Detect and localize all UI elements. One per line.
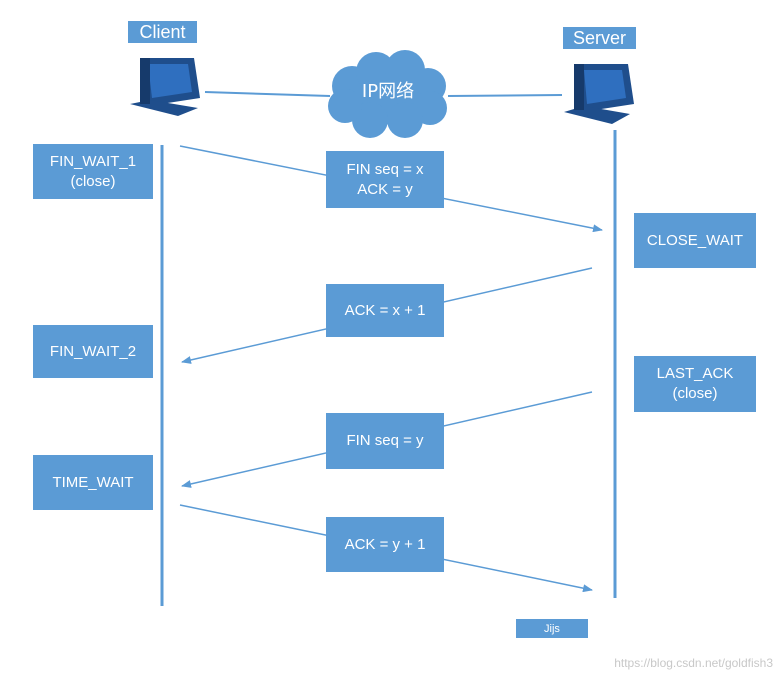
server-label: Server	[563, 27, 636, 49]
state-close-wait: CLOSE_WAIT	[634, 213, 756, 268]
tag-label: Jijs	[516, 619, 588, 638]
state-fin-wait-1: FIN_WAIT_1 (close)	[33, 144, 153, 199]
watermark: https://blog.csdn.net/goldfish3	[614, 656, 773, 670]
client-computer-icon	[130, 58, 200, 116]
message-ack-x-plus-1: ACK = x + 1	[326, 284, 444, 337]
cloud-icon	[328, 50, 447, 138]
server-network-link	[447, 94, 563, 97]
client-label: Client	[128, 21, 197, 43]
server-computer-icon	[564, 64, 634, 124]
network-label: IP网络	[361, 81, 415, 102]
client-network-link	[204, 91, 331, 97]
message-ack-y-plus-1: ACK = y + 1	[326, 517, 444, 572]
state-fin-wait-2: FIN_WAIT_2	[33, 325, 153, 378]
state-last-ack: LAST_ACK (close)	[634, 356, 756, 412]
state-time-wait: TIME_WAIT	[33, 455, 153, 510]
message-fin-seq-x: FIN seq = x ACK = y	[326, 151, 444, 208]
message-fin-seq-y: FIN seq = y	[326, 413, 444, 469]
